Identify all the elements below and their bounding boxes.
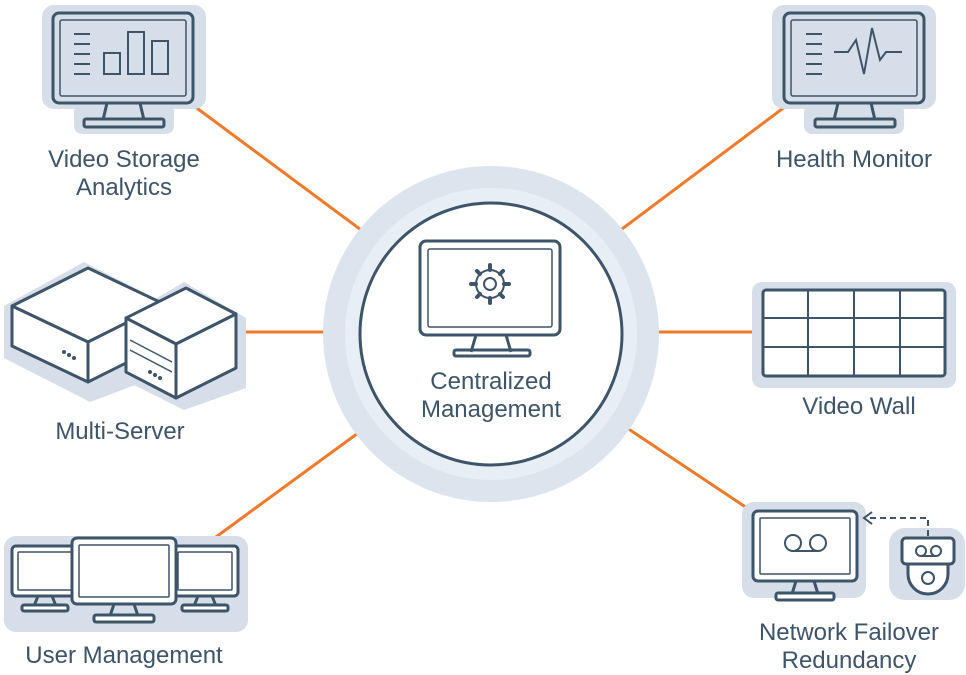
health-monitor-label: Health Monitor: [744, 146, 964, 174]
multi-server-label: Multi-Server: [10, 418, 230, 446]
user-management-label: User Management: [4, 642, 244, 670]
heartbeat-monitor-icon: [772, 5, 936, 134]
video-wall-grid-icon: [752, 282, 956, 388]
hub-label: Centralized Management: [391, 368, 591, 424]
server-boxes-icon: [4, 262, 246, 410]
hub-label-line1: Centralized: [430, 368, 552, 395]
hub-centralized-management: [323, 166, 659, 502]
network-failover-line2: Redundancy: [781, 647, 917, 674]
connector-health-monitor: [593, 101, 791, 252]
connector-video-storage: [189, 101, 389, 252]
recorder-camera-failover-icon: [742, 502, 965, 602]
video-storage-analytics-line1: Video Storage: [48, 146, 200, 173]
bar-chart-monitor-icon: [42, 5, 206, 134]
three-monitors-icon: [4, 536, 248, 632]
hub-label-line2: Management: [420, 396, 562, 423]
video-wall-line1: Video Wall: [802, 393, 916, 420]
video-wall-label: Video Wall: [749, 393, 966, 421]
video-storage-analytics-label: Video Storage Analytics: [14, 146, 234, 202]
health-monitor-line1: Health Monitor: [775, 146, 933, 173]
user-management-line1: User Management: [25, 642, 223, 669]
video-storage-analytics-line2: Analytics: [75, 174, 173, 201]
multi-server-line1: Multi-Server: [55, 418, 185, 445]
connector-user-management: [204, 412, 385, 547]
gear-monitor-icon: [418, 239, 562, 358]
network-failover-line1: Network Failover: [758, 619, 940, 646]
failover-arrow-icon: [862, 511, 929, 536]
network-failover-label: Network Failover Redundancy: [734, 619, 964, 675]
